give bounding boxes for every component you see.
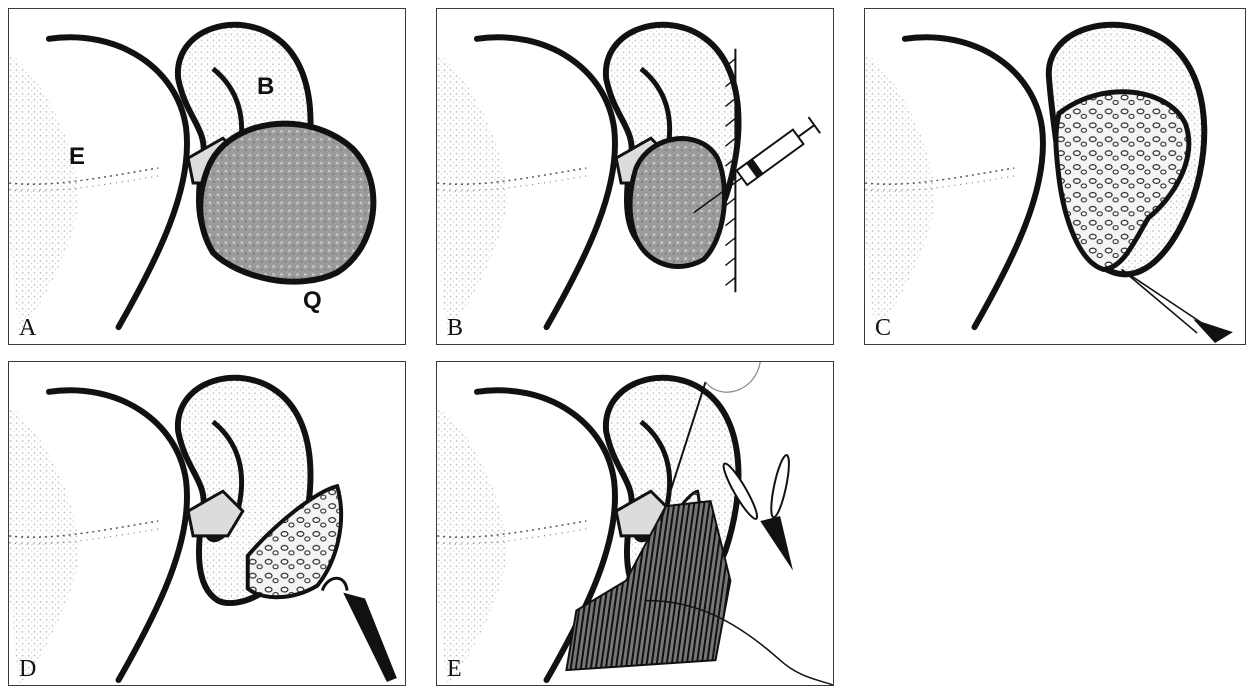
label-cyst: Q <box>303 289 322 313</box>
label-ear: E <box>69 145 85 169</box>
panel-letter: B <box>447 316 463 340</box>
scalpel-icon <box>1122 269 1233 343</box>
panel-letter: E <box>447 657 462 681</box>
aspiration-illustration <box>437 9 833 344</box>
panel-c: C <box>864 8 1246 345</box>
panel-letter: C <box>875 316 891 340</box>
label-pinna: B <box>257 75 274 99</box>
panel-letter: D <box>19 657 36 681</box>
incision-illustration <box>865 9 1245 344</box>
panel-b: B <box>436 8 834 345</box>
panel-a: E B Q A <box>8 8 406 345</box>
suture-illustration <box>437 362 833 685</box>
auricular-cyst <box>200 124 373 282</box>
panel-e: E <box>436 361 834 686</box>
panel-letter: A <box>19 316 36 340</box>
scalpel-icon <box>322 578 397 682</box>
ear-cyst-illustration <box>9 9 405 344</box>
drainage-illustration <box>9 362 405 685</box>
panel-d: D <box>8 361 406 686</box>
